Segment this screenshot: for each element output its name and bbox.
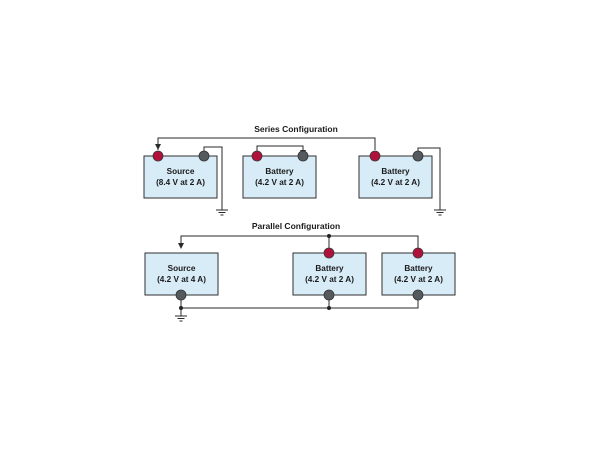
parallel-battery1-box: Battery (4.2 V at 2 A) bbox=[292, 252, 367, 296]
series-battery1-box: Battery (4.2 V at 2 A) bbox=[242, 155, 317, 199]
junction-dot bbox=[327, 306, 331, 310]
series-battery1-rating: (4.2 V at 2 A) bbox=[255, 178, 304, 187]
ground-icon bbox=[434, 209, 446, 216]
parallel-top-bus bbox=[180, 235, 419, 253]
series-link-battery1 bbox=[256, 145, 304, 156]
series-battery2-negative-terminal bbox=[412, 150, 424, 162]
parallel-battery2-positive-terminal bbox=[412, 247, 424, 259]
parallel-battery1-name: Battery bbox=[315, 264, 344, 273]
series-battery2-name: Battery bbox=[381, 167, 410, 176]
series-battery1-positive-terminal bbox=[251, 150, 263, 162]
parallel-battery2-box: Battery (4.2 V at 2 A) bbox=[381, 252, 456, 296]
series-battery2-positive-terminal bbox=[369, 150, 381, 162]
parallel-battery2-name: Battery bbox=[404, 264, 433, 273]
parallel-battery1-rating: (4.2 V at 2 A) bbox=[305, 275, 354, 284]
parallel-source-box: Source (4.2 V at 4 A) bbox=[144, 252, 219, 296]
series-source-name: Source bbox=[167, 167, 195, 176]
series-source-negative-terminal bbox=[198, 150, 210, 162]
series-source-box: Source (8.4 V at 2 A) bbox=[143, 155, 218, 199]
parallel-source-name: Source bbox=[168, 264, 196, 273]
parallel-source-negative-terminal bbox=[175, 289, 187, 301]
series-top-wire bbox=[157, 137, 376, 150]
parallel-battery2-negative-terminal bbox=[412, 289, 424, 301]
parallel-battery1-negative-terminal bbox=[323, 289, 335, 301]
ground-icon bbox=[175, 315, 187, 322]
series-source-rating: (8.4 V at 2 A) bbox=[156, 178, 205, 187]
parallel-battery1-positive-terminal bbox=[323, 247, 335, 259]
series-source-positive-terminal bbox=[152, 150, 164, 162]
junction-dot bbox=[327, 234, 331, 238]
series-heading: Series Configuration bbox=[254, 124, 338, 134]
series-battery2-box: Battery (4.2 V at 2 A) bbox=[358, 155, 433, 199]
ground-icon bbox=[216, 209, 228, 216]
parallel-heading: Parallel Configuration bbox=[252, 221, 340, 231]
parallel-battery2-rating: (4.2 V at 2 A) bbox=[394, 275, 443, 284]
parallel-bottom-bus bbox=[180, 295, 419, 309]
series-battery2-rating: (4.2 V at 2 A) bbox=[371, 178, 420, 187]
parallel-source-rating: (4.2 V at 4 A) bbox=[157, 275, 206, 284]
series-battery1-negative-terminal bbox=[297, 150, 309, 162]
series-battery1-name: Battery bbox=[265, 167, 294, 176]
